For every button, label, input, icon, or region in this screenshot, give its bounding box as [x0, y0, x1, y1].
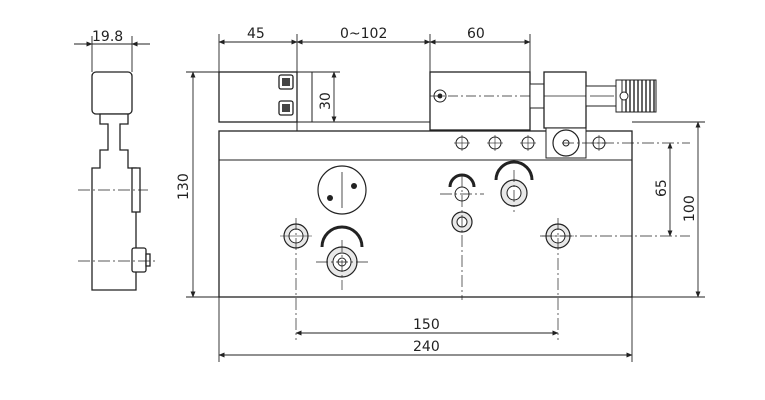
side-body	[91, 113, 137, 291]
dim-label-side-width: 19.8	[92, 29, 123, 45]
dim-label-left-block: 45	[247, 26, 265, 42]
dim-label-total-height: 130	[176, 173, 192, 200]
side-knob-tip	[145, 253, 151, 267]
base-plate	[218, 130, 633, 298]
dim-side-width	[74, 36, 150, 72]
side-knob	[131, 247, 147, 273]
spindle-sleeve	[529, 83, 545, 109]
dim-label-base-width: 240	[413, 339, 440, 355]
micrometer-head	[543, 71, 587, 129]
thimble-knurl	[625, 80, 655, 112]
dim-label-hole-spacing-h: 150	[413, 317, 440, 333]
dim-label-base-height: 100	[682, 195, 698, 222]
dim-label-hole-spacing-v: 65	[654, 179, 670, 197]
side-view	[78, 71, 158, 291]
dim-label-micrometer-width: 60	[467, 26, 485, 42]
side-top-block	[91, 71, 133, 115]
front-view	[218, 71, 690, 340]
left-carriage-step	[297, 71, 313, 123]
micrometer-holder	[429, 71, 531, 131]
dim-label-carriage-height: 30	[318, 92, 334, 110]
dimension-lines	[186, 34, 705, 362]
dim-label-stroke-range: 0~102	[340, 26, 387, 42]
